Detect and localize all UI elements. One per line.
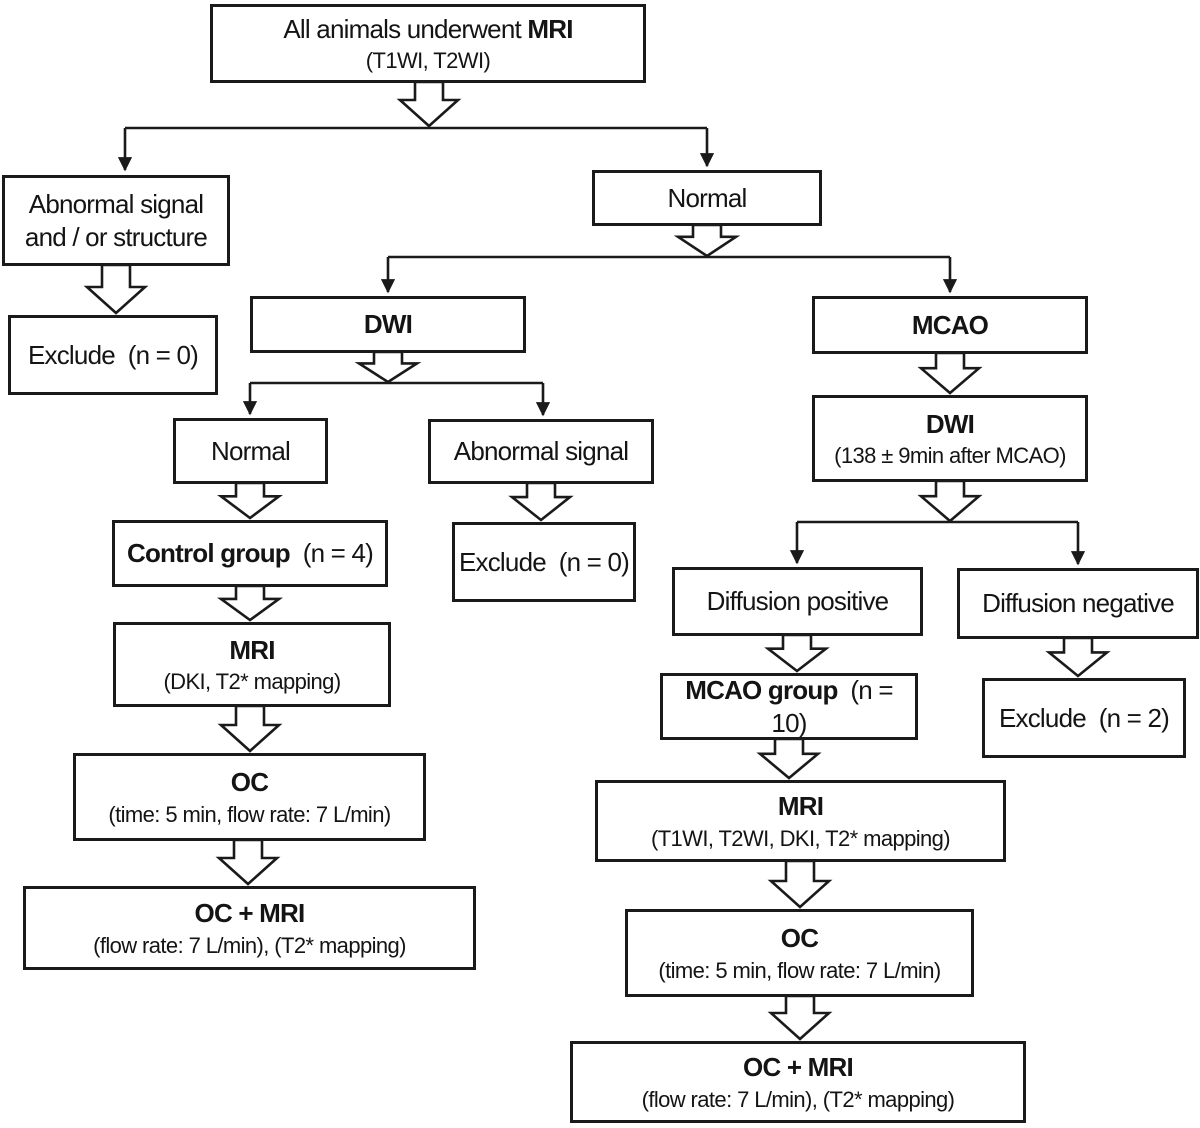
node-diffusion-negative: Diffusion negative	[957, 568, 1199, 639]
node-ocmri-mcao-subtitle: (flow rate: 7 L/min), (T2* mapping)	[641, 1086, 955, 1112]
block-down-arrow	[354, 350, 422, 384]
node-mri-mcao-subtitle: (T1WI, T2WI, DKI, T2* mapping)	[650, 825, 951, 851]
block-down-arrow	[917, 479, 983, 523]
block-down-arrow	[83, 263, 149, 315]
block-down-arrow	[396, 80, 462, 128]
node-root: All animals underwent MRI (T1WI, T2WI)	[210, 4, 646, 83]
node-dwi-mcao: DWI (138 ± 9min after MCAO)	[812, 395, 1088, 482]
block-down-arrow	[764, 633, 830, 673]
node-mcao-label: MCAO	[911, 309, 989, 342]
node-abnormal-structure-label: Abnormal signal and / or structure	[24, 189, 210, 252]
node-mcao-bold: MCAO	[911, 309, 989, 340]
node-ocmri-mcao-title: OC + MRI	[743, 1051, 854, 1084]
node-dwi-screen-bold: DWI	[363, 309, 413, 340]
node-exclude-diffusion: Exclude (n = 2)	[982, 678, 1186, 758]
node-dwi-screen-label: DWI	[363, 308, 413, 341]
node-root-title-bold: MRI	[527, 13, 573, 44]
node-exclude-dwi: Exclude (n = 0)	[452, 522, 636, 602]
node-ocmri-control-title: OC + MRI	[194, 897, 306, 930]
block-down-arrow	[215, 838, 281, 886]
node-exclude-structure-label: Exclude (n = 0)	[27, 339, 199, 370]
node-exclude-diffusion-label: Exclude (n = 2)	[998, 702, 1170, 733]
node-dwi-screen: DWI	[250, 296, 526, 353]
node-oc-mcao-bold: OC	[780, 923, 819, 954]
block-down-arrow	[217, 584, 283, 622]
node-diffusion-positive: Diffusion positive	[672, 567, 923, 636]
node-oc-mcao: OC (time: 5 min, flow rate: 7 L/min)	[625, 909, 974, 997]
node-normal-mri-label: Normal	[667, 182, 748, 213]
node-ocmri-control: OC + MRI (flow rate: 7 L/min), (T2* mapp…	[23, 886, 476, 970]
node-normal-dwi: Normal	[173, 418, 328, 484]
node-control-group: Control group (n = 4)	[112, 520, 388, 587]
node-mcao-group: MCAO group (n = 10)	[660, 673, 918, 740]
node-oc-mcao-title: OC	[780, 922, 819, 955]
block-down-arrow	[1045, 636, 1111, 678]
node-diffusion-positive-label: Diffusion positive	[706, 586, 889, 617]
node-mri-control-title: MRI	[229, 634, 275, 667]
node-mri-mcao-bold: MRI	[777, 791, 824, 822]
thin-connectors	[117, 126, 1086, 566]
block-down-arrow	[508, 481, 574, 522]
node-abnormal-structure: Abnormal signal and / or structure	[2, 175, 230, 266]
node-ocmri-control-subtitle: (flow rate: 7 L/min), (T2* mapping)	[93, 932, 406, 958]
node-normal-dwi-label: Normal	[211, 435, 291, 466]
node-oc-mcao-subtitle: (time: 5 min, flow rate: 7 L/min)	[658, 957, 941, 983]
node-mri-mcao-title: MRI	[777, 790, 824, 823]
node-ocmri-mcao-bold: OC + MRI	[743, 1052, 854, 1083]
node-dwi-mcao-title: DWI	[925, 408, 975, 441]
node-root-subtitle: (T1WI, T2WI)	[365, 48, 491, 74]
block-arrows	[83, 80, 1111, 1041]
node-mri-control-bold: MRI	[229, 634, 275, 665]
node-oc-control: OC (time: 5 min, flow rate: 7 L/min)	[73, 753, 426, 841]
node-dwi-mcao-subtitle: (138 ± 9min after MCAO)	[834, 443, 1066, 469]
node-abnormal-dwi-label: Abnormal signal	[453, 436, 629, 467]
node-ocmri-mcao: OC + MRI (flow rate: 7 L/min), (T2* mapp…	[570, 1041, 1026, 1123]
node-exclude-structure: Exclude (n = 0)	[8, 315, 218, 395]
node-mcao-group-label: MCAO group (n = 10)	[666, 674, 912, 739]
node-mcao: MCAO	[812, 296, 1088, 354]
node-mri-control: MRI (DKI, T2* mapping)	[113, 622, 391, 707]
node-root-title: All animals underwent MRI	[283, 13, 573, 46]
block-down-arrow	[217, 704, 283, 753]
block-down-arrow	[767, 994, 833, 1041]
node-control-group-label: Control group (n = 4)	[126, 537, 374, 570]
block-down-arrow	[673, 223, 741, 258]
block-down-arrow	[917, 351, 983, 395]
node-normal-mri: Normal	[592, 170, 822, 226]
block-down-arrow	[217, 481, 283, 520]
node-control-group-count: (n = 4)	[289, 538, 374, 569]
block-down-arrow	[756, 737, 822, 780]
node-dwi-mcao-bold: DWI	[925, 408, 975, 439]
node-exclude-dwi-label: Exclude (n = 0)	[458, 546, 630, 577]
node-root-title-pre: All animals underwent	[283, 13, 528, 44]
node-oc-control-bold: OC	[230, 767, 269, 798]
node-mri-control-subtitle: (DKI, T2* mapping)	[163, 669, 341, 695]
node-oc-control-subtitle: (time: 5 min, flow rate: 7 L/min)	[108, 801, 391, 827]
node-control-group-bold: Control group	[126, 538, 291, 569]
block-down-arrow	[767, 859, 833, 909]
node-mcao-group-count: (n = 10)	[771, 675, 900, 738]
node-oc-control-title: OC	[230, 766, 269, 799]
node-mcao-group-bold: MCAO group	[685, 675, 838, 705]
node-ocmri-control-bold: OC + MRI	[194, 898, 306, 929]
node-mri-mcao: MRI (T1WI, T2WI, DKI, T2* mapping)	[595, 780, 1006, 862]
node-diffusion-negative-label: Diffusion negative	[982, 588, 1175, 619]
node-abnormal-dwi: Abnormal signal	[428, 419, 654, 484]
